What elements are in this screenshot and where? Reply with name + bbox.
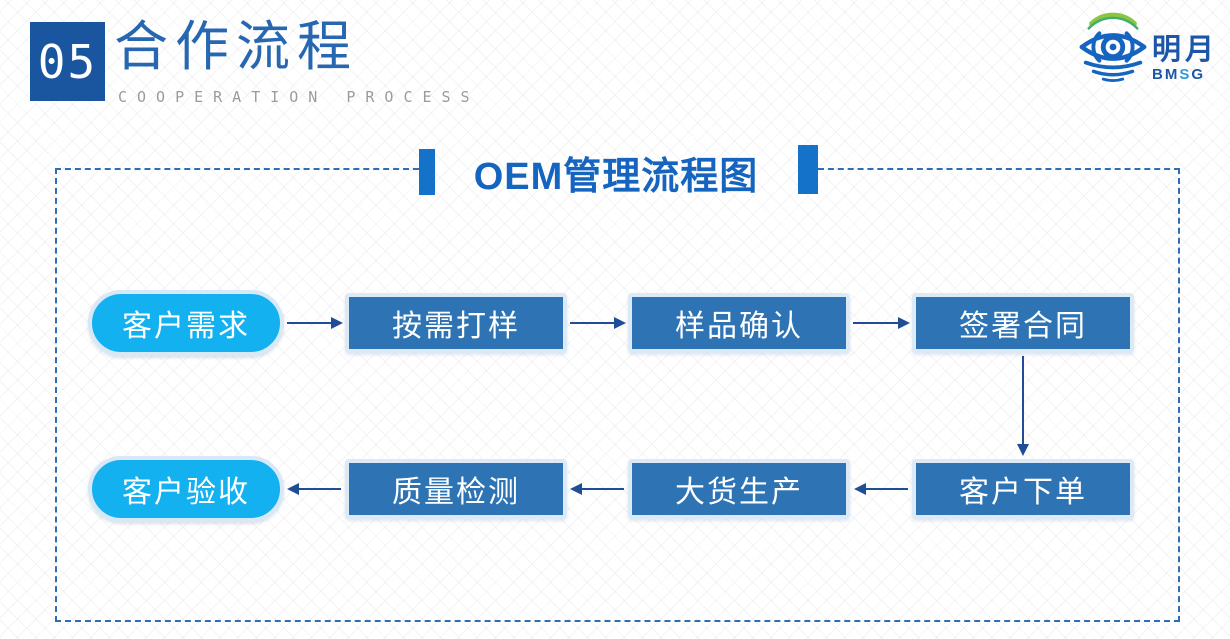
node-sample-on-demand: 按需打样 [345,293,567,353]
node-customer-acceptance: 客户验收 [88,456,284,522]
section-number: 05 [37,34,98,89]
section-number-badge: 05 [30,22,105,101]
title-accent-bar-right [798,145,818,194]
node-customer-order: 客户下单 [912,459,1134,519]
node-quality-inspection: 质量检测 [345,459,567,519]
dashed-frame-top-right [818,168,1180,170]
diagram-title: OEM管理流程图 [473,155,759,198]
page-title: 合作流程 [114,15,358,78]
logo-name: 明月 [1152,34,1219,66]
node-customer-demand: 客户需求 [88,290,284,356]
page-subtitle: COOPERATION PROCESS [118,88,480,106]
node-sign-contract: 签署合同 [912,293,1134,353]
title-accent-bar-left [419,149,435,195]
dashed-frame [55,168,1180,622]
node-mass-production: 大货生产 [628,459,850,519]
dashed-frame-top-left [55,168,419,170]
node-sample-confirm: 样品确认 [628,293,850,353]
logo-abbr: BMSG [1152,66,1206,83]
company-logo-text: 明月 BMSG [1152,34,1230,83]
company-logo-icon [1079,12,1147,83]
